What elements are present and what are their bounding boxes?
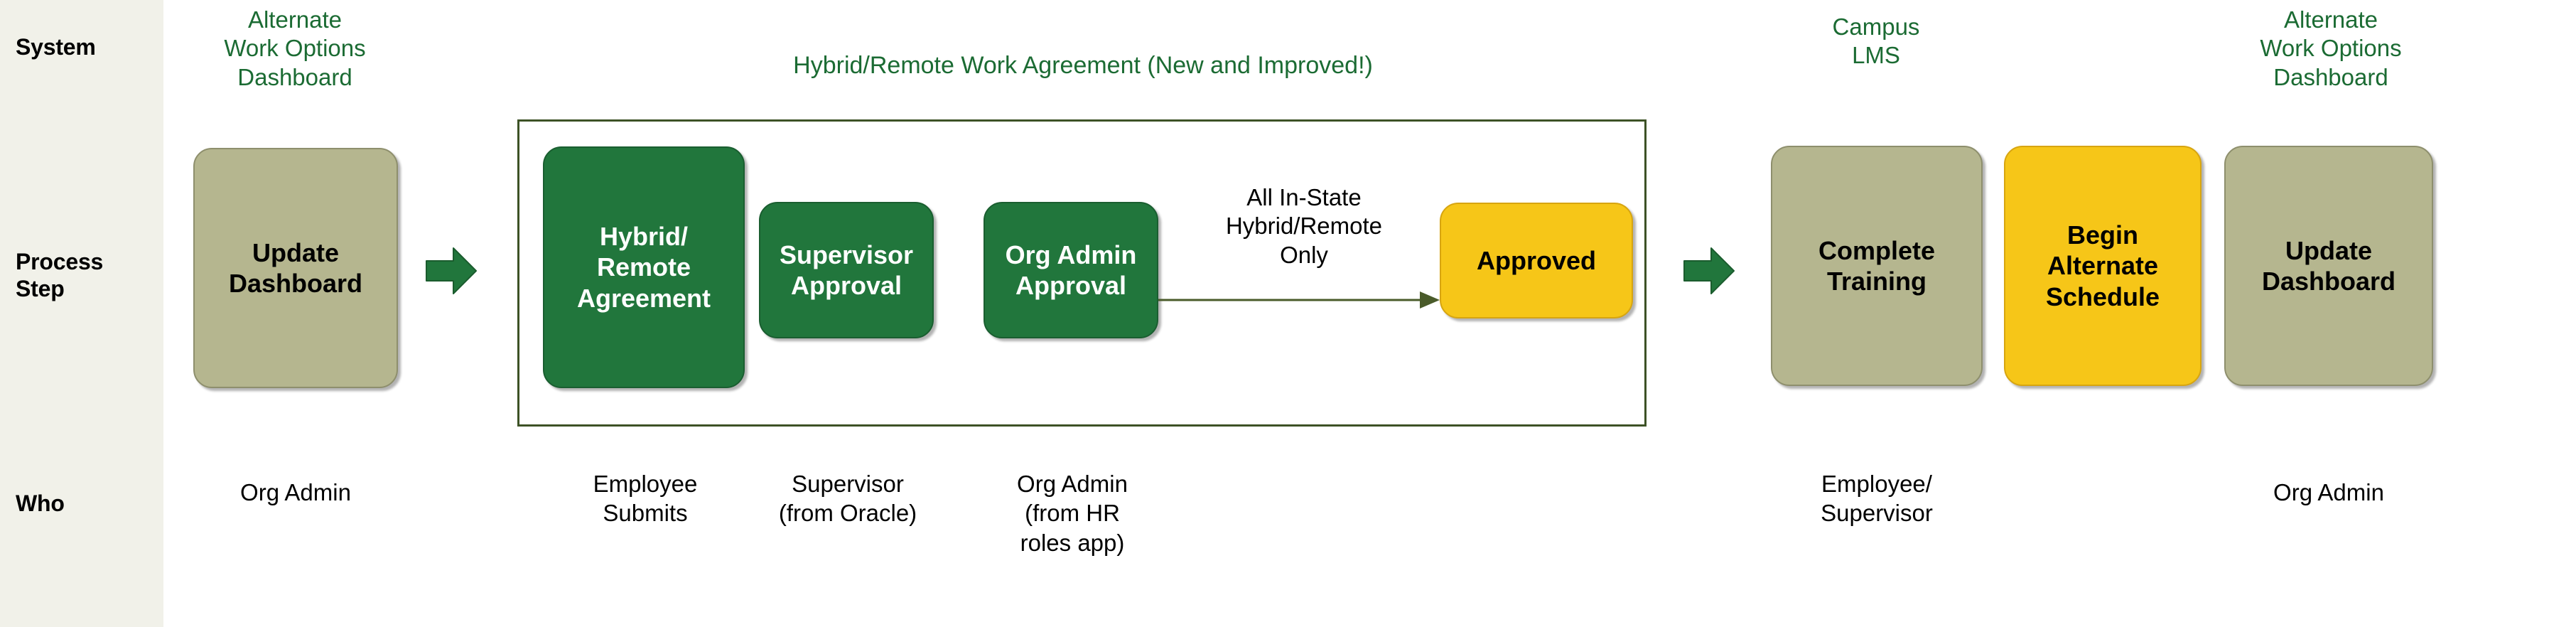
- step-begin-alt-line2: Alternate: [2047, 251, 2159, 281]
- connector-condition-label: All In-State Hybrid/Remote Only: [1180, 183, 1428, 269]
- who-employee-supervisor-line2: Supervisor: [1821, 500, 1933, 527]
- who-org-admin-left: Org Admin: [240, 479, 351, 505]
- row-label-process-step: Process Step: [16, 249, 158, 303]
- step-update-dashboard-right-line1: Update: [2285, 235, 2372, 265]
- process-step-begin-alternate-schedule[interactable]: Begin Alternate Schedule: [2004, 146, 2202, 386]
- system-caption-right-line3: Dashboard: [2273, 63, 2388, 90]
- who-employee-submits-line1: Employee: [593, 471, 698, 497]
- system-caption-right-line1: Alternate: [2283, 6, 2378, 33]
- who-org-admin-hr-line1: Org Admin: [1017, 471, 1128, 497]
- step-begin-alt-line3: Schedule: [2045, 282, 2160, 311]
- process-step-approved[interactable]: Approved: [1440, 203, 1633, 318]
- system-caption-alternate-work-options-dashboard-left: Alternate Work Options Dashboard: [178, 6, 412, 92]
- who-supervisor-line2: (from Oracle): [778, 500, 917, 527]
- block-arrow-right-icon-2: [1683, 247, 1735, 294]
- system-caption-hybrid-remote-work-agreement: Hybrid/Remote Work Agreement (New and Im…: [793, 52, 1373, 79]
- system-caption-lms-line2: LMS: [1852, 42, 1900, 69]
- process-step-supervisor-approval[interactable]: Supervisor Approval: [759, 202, 934, 338]
- system-caption-alternate-work-options-dashboard-right: Alternate Work Options Dashboard: [2224, 6, 2437, 92]
- condition-line1: All In-State: [1246, 184, 1362, 210]
- step-approved-label: Approved: [1476, 245, 1596, 275]
- step-update-dashboard-right-line2: Dashboard: [2261, 267, 2396, 296]
- system-caption-lms-line1: Campus: [1832, 14, 1920, 40]
- step-update-dashboard-left-line1: Update: [252, 237, 339, 267]
- process-step-complete-training[interactable]: Complete Training: [1771, 146, 1983, 386]
- step-update-dashboard-left-line2: Dashboard: [228, 269, 363, 298]
- who-org-admin-hr-line3: roles app): [1020, 529, 1125, 556]
- block-arrow-right-icon-1: [426, 247, 477, 294]
- who-supervisor-line1: Supervisor: [792, 471, 904, 497]
- step-org-admin-approval-line2: Approval: [1015, 271, 1126, 300]
- condition-line3: Only: [1280, 241, 1328, 268]
- step-org-admin-approval-line1: Org Admin: [1005, 240, 1137, 269]
- who-employee-submits: Employee Submits: [540, 469, 750, 528]
- system-caption-campus-lms: Campus LMS: [1769, 13, 1983, 70]
- step-complete-training-line1: Complete: [1818, 235, 1936, 265]
- step-hybrid-agreement-line1: Hybrid/: [599, 222, 688, 252]
- who-supervisor-from-oracle: Supervisor (from Oracle): [750, 469, 945, 528]
- who-org-admin-right: Org Admin: [2273, 479, 2384, 505]
- step-complete-training-line2: Training: [1826, 267, 1926, 296]
- who-employee-supervisor-line1: Employee/: [1821, 471, 1932, 497]
- system-caption-left-line3: Dashboard: [237, 63, 352, 90]
- who-org-admin-hr-roles: Org Admin (from HR roles app): [978, 469, 1167, 557]
- system-caption-left-line1: Alternate: [247, 6, 343, 33]
- step-begin-alt-line1: Begin: [2066, 220, 2138, 250]
- hybrid-remote-agreement-group: [517, 119, 1647, 427]
- thin-arrow-right-icon: [1158, 291, 1440, 309]
- step-supervisor-approval-line2: Approval: [790, 271, 902, 300]
- condition-line2: Hybrid/Remote: [1225, 213, 1383, 240]
- system-caption-left-line2: Work Options: [224, 35, 366, 62]
- who-employee-submits-line2: Submits: [603, 500, 688, 527]
- row-label-system: System: [16, 34, 96, 60]
- row-label-process-line1: Process: [16, 249, 104, 274]
- process-step-org-admin-approval[interactable]: Org Admin Approval: [983, 202, 1158, 338]
- row-label-process-line2: Step: [16, 275, 65, 301]
- step-supervisor-approval-line1: Supervisor: [779, 240, 914, 269]
- who-employee-supervisor: Employee/ Supervisor: [1771, 469, 1983, 528]
- step-hybrid-agreement-line2: Remote: [596, 252, 691, 282]
- process-step-update-dashboard-left[interactable]: Update Dashboard: [193, 148, 398, 388]
- row-label-rail: System Process Step Who: [0, 0, 163, 627]
- row-label-who: Who: [16, 491, 65, 516]
- system-caption-right-line2: Work Options: [2260, 35, 2402, 62]
- step-hybrid-agreement-line3: Agreement: [576, 283, 711, 313]
- process-step-hybrid-remote-agreement[interactable]: Hybrid/ Remote Agreement: [543, 146, 745, 388]
- process-step-update-dashboard-right[interactable]: Update Dashboard: [2224, 146, 2433, 386]
- who-org-admin-hr-line2: (from HR: [1025, 500, 1120, 527]
